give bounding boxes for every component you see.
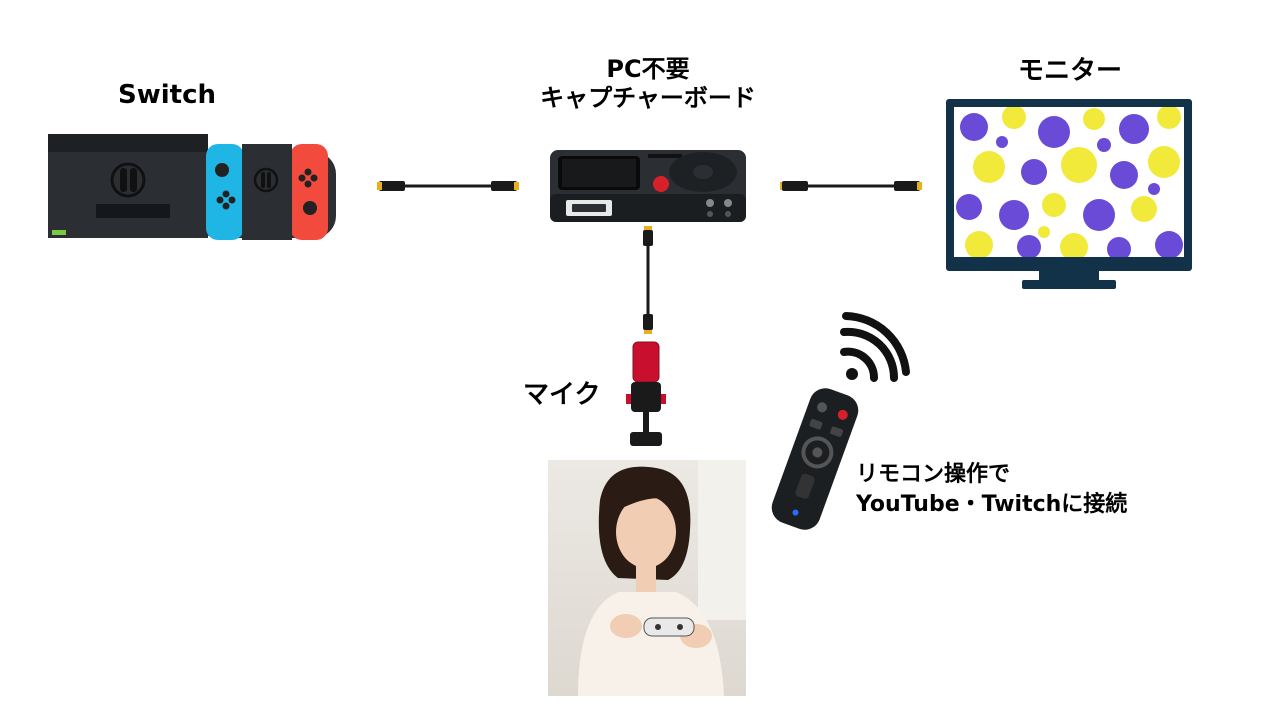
remote-label-line2: YouTube・Twitchに接続 (856, 492, 1128, 517)
remote-control-icon (760, 384, 870, 534)
wireless-signal-icon (838, 312, 910, 384)
capture-board-label-line2: キャプチャーボード (540, 84, 756, 112)
mic-label: マイク (523, 380, 601, 410)
monitor-icon (944, 97, 1194, 293)
switch-label: Switch (118, 80, 217, 110)
remote-label-line1: リモコン操作で (856, 462, 1011, 487)
hdmi-cable-icon (780, 178, 922, 194)
capture-board-label-line1: PC不要 (606, 55, 690, 83)
microphone-icon (624, 340, 668, 450)
capture-board-label: PC不要 キャプチャーボード (520, 55, 776, 113)
hdmi-cable-icon (377, 178, 519, 194)
capture-board-icon (548, 148, 748, 224)
switch-console-icon (46, 132, 346, 242)
player-photo (548, 460, 746, 696)
usb-cable-icon (640, 226, 656, 334)
remote-label: リモコン操作で YouTube・Twitchに接続 (856, 460, 1127, 520)
monitor-label: モニター (1018, 56, 1123, 86)
